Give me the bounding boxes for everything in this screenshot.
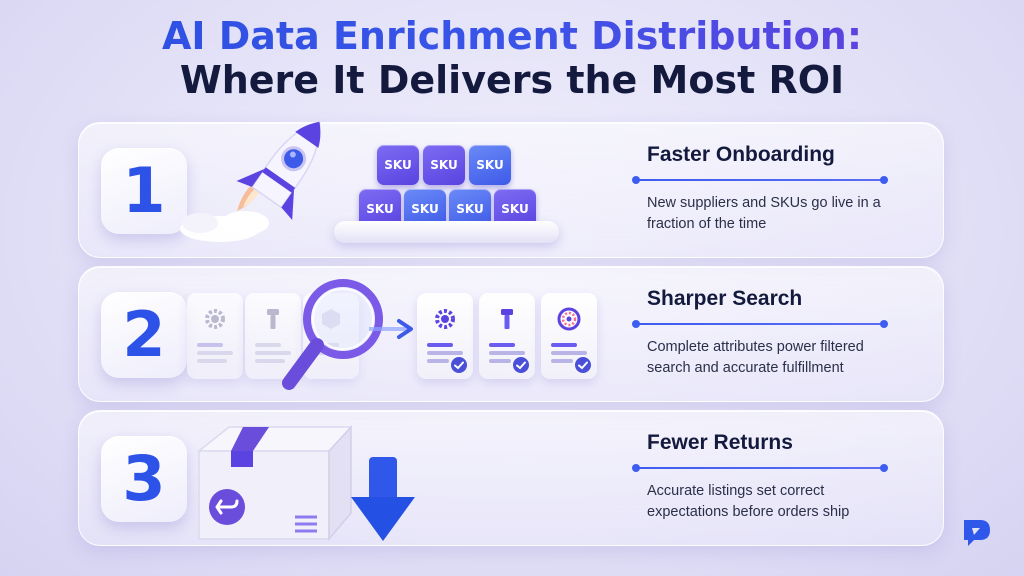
step-number-1: 1 <box>101 148 187 234</box>
divider <box>632 176 888 184</box>
arrow-down-icon <box>351 457 415 541</box>
roi-card-2: 2 <box>78 266 944 402</box>
item-heading: Faster Onboarding <box>647 143 835 166</box>
product-card-incomplete <box>245 293 301 379</box>
check-icon <box>575 357 591 373</box>
gear-icon <box>205 309 225 329</box>
bolt-icon <box>501 309 513 329</box>
magnifier-icon <box>282 279 383 390</box>
item-heading: Fewer Returns <box>647 431 793 454</box>
divider <box>632 320 888 328</box>
sku-platform <box>334 221 559 243</box>
cube-icon <box>322 309 340 329</box>
sku-block: SKU <box>377 145 419 185</box>
sku-block: SKU <box>469 145 511 185</box>
product-card-enriched <box>479 293 535 379</box>
sku-block: SKU <box>423 145 465 185</box>
title-line-1: AI Data Enrichment Distribution: <box>0 14 1024 58</box>
check-icon <box>513 357 529 373</box>
divider <box>632 464 888 472</box>
brand-logo-icon <box>964 520 990 546</box>
item-description: Accurate listings set correct expectatio… <box>647 483 850 520</box>
roi-card-3: 3 Fewer Returns Accurate listings set co… <box>78 410 944 546</box>
box-return-icon <box>196 425 353 542</box>
rocket-icon <box>180 120 321 242</box>
step-number-2: 2 <box>101 292 187 378</box>
roi-card-1: 1 SKU SKU SKU SKU SKU SKU SKU Faster Onb… <box>78 120 944 258</box>
arrow-right-icon <box>369 319 413 339</box>
item-heading: Sharper Search <box>647 287 803 310</box>
title-line-2: Where It Delivers the Most ROI <box>179 58 845 102</box>
step-number-3: 3 <box>101 436 187 522</box>
gear-icon <box>435 309 455 329</box>
check-icon <box>451 357 467 373</box>
product-card-enriched <box>417 293 473 379</box>
page-title: AI Data Enrichment Distribution: Where I… <box>0 14 1024 102</box>
product-card-enriched <box>541 293 597 379</box>
bolt-icon <box>267 309 279 329</box>
bearing-icon <box>557 307 581 331</box>
product-card-incomplete <box>187 293 243 379</box>
item-description: New suppliers and SKUs go live in a frac… <box>647 195 881 232</box>
item-description: Complete attributes power filtered searc… <box>647 339 864 376</box>
